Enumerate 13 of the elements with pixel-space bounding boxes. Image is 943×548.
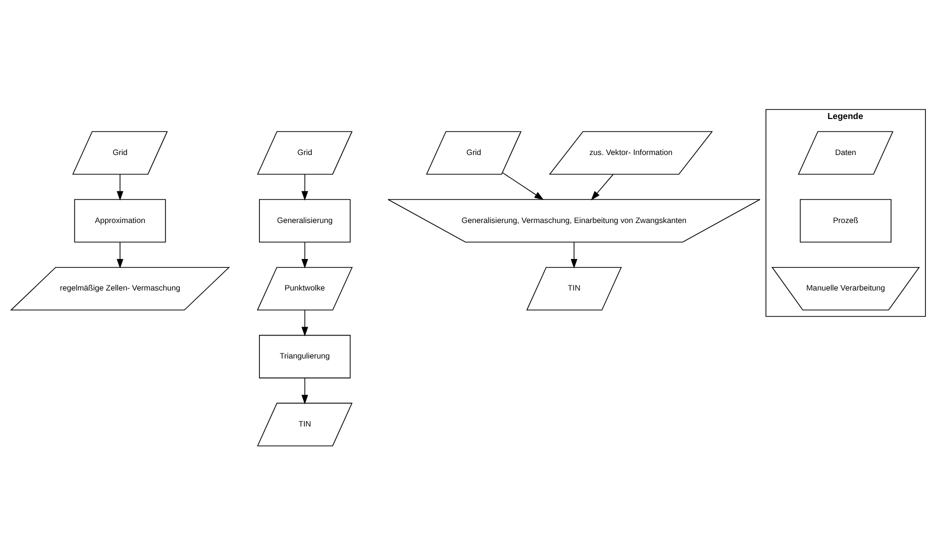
arrow — [301, 377, 308, 404]
node-box: Generalisierung — [259, 198, 351, 242]
node-box: Triangulierung — [259, 334, 351, 378]
arrow — [116, 241, 124, 268]
node-box: Approximation — [74, 198, 166, 242]
arrow — [301, 241, 308, 268]
arrow — [116, 173, 124, 200]
arrow — [570, 241, 578, 268]
arrow — [301, 173, 308, 200]
arrow — [502, 172, 544, 200]
arrow — [301, 309, 308, 336]
node-box: Prozeß — [800, 198, 892, 242]
arrow — [590, 173, 614, 200]
